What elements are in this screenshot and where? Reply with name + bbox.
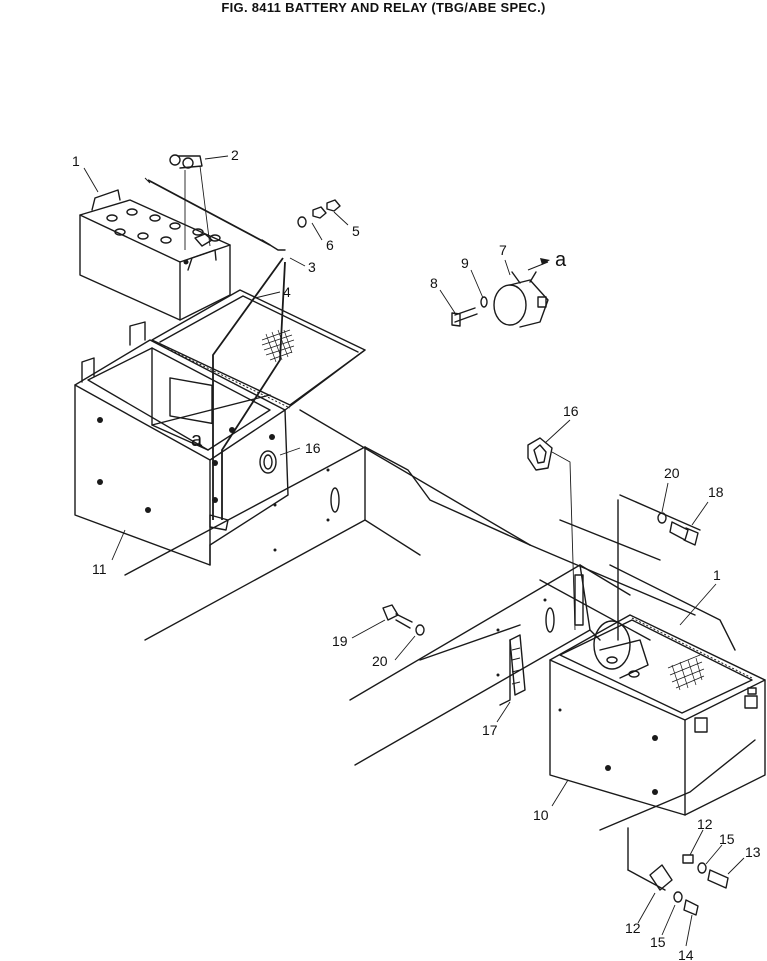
callout-14: 14 xyxy=(678,947,694,961)
grommet-right xyxy=(527,437,576,631)
callout-20-lower: 20 xyxy=(372,653,388,669)
bolt-18 xyxy=(657,512,699,546)
fasteners-lower xyxy=(649,854,729,916)
callout-13: 13 xyxy=(745,844,761,860)
callout-15-lower: 15 xyxy=(650,934,666,950)
cable-3 xyxy=(144,177,286,251)
callout-a-relay: a xyxy=(555,249,567,271)
callout-10: 10 xyxy=(533,807,549,823)
callouts: 1 2 3 4 5 6 7 8 9 a a 16 11 16 20 18 1 1… xyxy=(72,147,761,961)
battery-box-left xyxy=(74,321,289,566)
chassis-frame xyxy=(124,409,736,766)
battery-box-lid-left xyxy=(151,289,366,411)
callout-15-upper: 15 xyxy=(719,831,735,847)
cable-4 xyxy=(209,257,286,531)
callout-20-upper: 20 xyxy=(664,465,680,481)
callout-17: 17 xyxy=(482,722,498,738)
callout-6: 6 xyxy=(326,237,334,253)
battery-box-right xyxy=(549,614,766,891)
callout-8: 8 xyxy=(430,275,438,291)
callout-11: 11 xyxy=(92,561,107,577)
callout-12-upper: 12 xyxy=(697,816,713,832)
callout-1: 1 xyxy=(72,153,80,169)
figure-title: FIG. 8411 BATTERY AND RELAY (TBG/ABE SPE… xyxy=(221,0,546,15)
callout-1-right: 1 xyxy=(713,567,721,583)
callout-16-left: 16 xyxy=(305,440,321,456)
callout-7: 7 xyxy=(499,242,507,258)
callout-a-box: a xyxy=(191,429,203,451)
nuts-washer xyxy=(297,199,341,228)
battery-relay xyxy=(451,258,550,328)
callout-19: 19 xyxy=(332,633,348,649)
callout-12-lower: 12 xyxy=(625,920,641,936)
callout-2: 2 xyxy=(231,147,239,163)
callout-3: 3 xyxy=(308,259,316,275)
battery-left xyxy=(79,189,231,321)
bolt-19 xyxy=(382,604,425,636)
leader-lines xyxy=(83,155,745,947)
callout-9: 9 xyxy=(461,255,469,271)
terminal-clamps xyxy=(169,154,211,250)
callout-16-right: 16 xyxy=(563,403,579,419)
callout-5: 5 xyxy=(352,223,360,239)
callout-18: 18 xyxy=(708,484,724,500)
callout-4: 4 xyxy=(283,284,291,300)
bracket-17 xyxy=(499,634,526,706)
